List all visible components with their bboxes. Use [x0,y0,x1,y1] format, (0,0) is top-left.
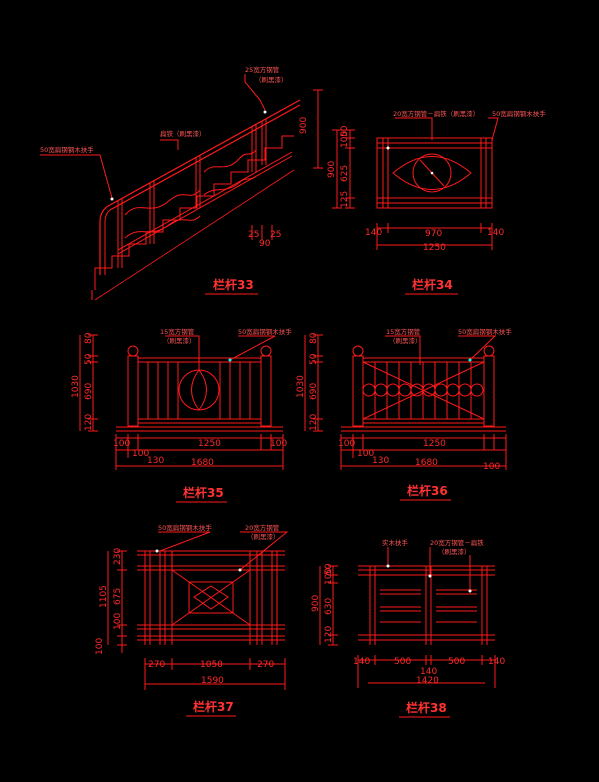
dim-34-h: 140 [487,228,504,238]
dim-35-j: 100 [270,439,287,449]
dim-38-h: 140 [420,667,437,677]
note-36-3: 50宽扁钢钢木扶手 [458,327,512,336]
note-33-2: （刷黑漆） [255,75,288,84]
dim-36-h: 130 [372,456,389,466]
note-36-2: （刷黑漆） [389,336,422,345]
dim-36-a: 80 [309,332,319,344]
dim-38-k: 1420 [416,676,439,686]
note-35-1: 15宽方钢管 [160,327,195,336]
dim-38-f: 140 [353,657,370,667]
dim-34-a: 50 [340,125,350,137]
note-34-2: 50宽扁钢钢木扶手 [492,109,546,118]
dim-36-k: 1680 [415,458,438,468]
dim-37-h: 270 [257,660,274,670]
panel-railing-33 [40,74,323,301]
note-36-1: 15宽方钢管 [386,327,421,336]
dim-34-g: 970 [425,229,442,239]
title-34: 栏杆34 [412,277,453,292]
note-37-1: 50宽扁钢钢木扶手 [158,523,212,532]
dim-35-g: 100 [132,449,149,459]
dim-37-f: 270 [148,660,165,670]
dim-35-i: 1250 [198,439,221,449]
dim-38-e: 900 [311,595,321,612]
dim-36-g: 100 [357,449,374,459]
dim-37-d: 100 [95,638,105,655]
dim-35-c: 690 [84,383,94,400]
dim-34-f: 140 [365,228,382,238]
dim-33-a: 25 [248,230,259,240]
dim-36-i: 1250 [423,439,446,449]
dim-38-c: 630 [324,598,334,615]
dim-36-b: 50 [309,353,319,365]
title-38: 栏杆38 [406,700,447,715]
dim-34-d: 125 [340,191,350,208]
note-38-2: 20宽方钢管－扁铁 [430,538,484,547]
dim-38-g: 500 [394,657,411,667]
dim-37-c: 100 [113,613,123,630]
dim-35-d: 120 [84,414,94,431]
note-33-4: 50宽扁钢钢木扶手 [40,145,94,154]
note-37-3: （刷黑漆） [247,532,280,541]
note-35-3: 50宽扁钢钢木扶手 [238,327,292,336]
dim-36-j: 100 [483,462,500,472]
dim-38-i: 500 [448,657,465,667]
dim-33-c: 90 [259,239,271,249]
dim-38-b: 100 [324,568,334,585]
dim-36-e: 1030 [296,375,306,398]
stair-steps [94,135,294,290]
note-38-3: （刷黑漆） [438,547,471,556]
dim-38-a: 50 [324,563,334,575]
dim-38-d: 120 [324,626,334,643]
panel-railing-37 [107,531,289,690]
dim-37-g: 1050 [200,660,223,670]
title-33: 栏杆33 [213,277,254,292]
dim-35-k: 1680 [191,458,214,468]
dim-37-e: 1105 [99,585,109,608]
note-33-3: 扁铁（刷黑漆） [160,129,206,138]
title-35: 栏杆35 [183,485,224,500]
note-35-2: （刷黑漆） [163,336,196,345]
panel-railing-35 [79,334,284,470]
dim-33-b: 25 [270,230,281,240]
dim-38-j: 140 [488,657,505,667]
dim-35-e: 1030 [71,375,81,398]
note-37-2: 20宽方钢管 [245,523,280,532]
dim-33-height: 900 [299,117,309,134]
panel-railing-38 [319,547,496,688]
dim-36-c: 690 [309,383,319,400]
dim-35-b: 50 [84,353,94,365]
dim-35-h: 130 [147,456,164,466]
dim-34-c: 625 [340,165,350,182]
dim-34-b: 100 [340,131,350,148]
note-33-1: 25宽方钢管 [245,65,280,74]
dim-36-f: 100 [338,439,355,449]
panel-railing-34 [332,117,499,250]
dim-34-i: 1250 [423,243,446,253]
note-38-1: 实木扶手 [382,538,409,547]
dim-35-f: 100 [113,439,130,449]
dim-37-b: 675 [113,588,123,605]
panel-railing-36 [304,334,507,470]
dim-34-e: 900 [327,161,337,178]
dim-37-i: 1590 [201,676,224,686]
note-34-1: 20宽方钢管－扁铁（刷黑漆） [393,109,479,118]
title-36: 栏杆36 [407,483,448,498]
dim-35-a: 80 [84,332,94,344]
dim-36-d: 120 [309,414,319,431]
dim-37-a: 230 [113,548,123,565]
title-37: 栏杆37 [193,699,234,714]
